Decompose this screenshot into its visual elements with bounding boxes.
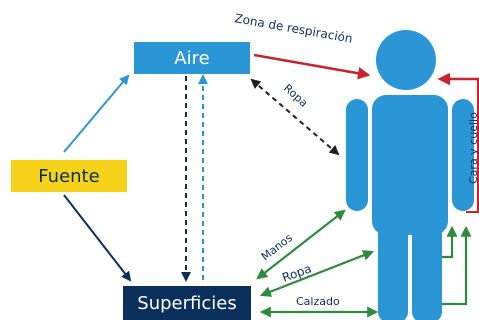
clothing-contact-arrow (259, 250, 375, 297)
air-box (134, 42, 250, 74)
person-head (376, 30, 436, 90)
surfaces-box (123, 286, 251, 320)
breathing-zone-label: Zona de respiración (233, 11, 353, 46)
person-torso (372, 95, 448, 235)
face-neck-label: Cara y cuello (467, 112, 479, 184)
surfaces-node: Superficies (123, 286, 251, 320)
person-left-leg (378, 205, 408, 320)
surfaces-label: Superficies (137, 293, 236, 314)
hands-label: Manos (259, 231, 295, 263)
clothing-air-label: Ropa (281, 82, 310, 110)
right-leg-contact-arrow-inner (442, 225, 458, 259)
source-label: Fuente (38, 166, 99, 187)
right-leg-contact-arrow-outer (442, 225, 472, 306)
person-right-leg (412, 205, 442, 320)
footwear-label: Calzado (296, 295, 340, 308)
source-box (11, 160, 127, 192)
source-to-air-arrow (63, 74, 130, 153)
person-left-arm (346, 99, 368, 211)
air-node: Aire (134, 42, 250, 74)
air-clothing-exchange-arrow (250, 78, 340, 156)
person-figure (346, 30, 474, 320)
breathing-zone-arrow (253, 53, 371, 80)
person-right-arm (452, 99, 474, 211)
air-label: Aire (174, 48, 209, 69)
source-node: Fuente (11, 160, 127, 192)
source-to-surfaces-arrow (63, 194, 132, 282)
